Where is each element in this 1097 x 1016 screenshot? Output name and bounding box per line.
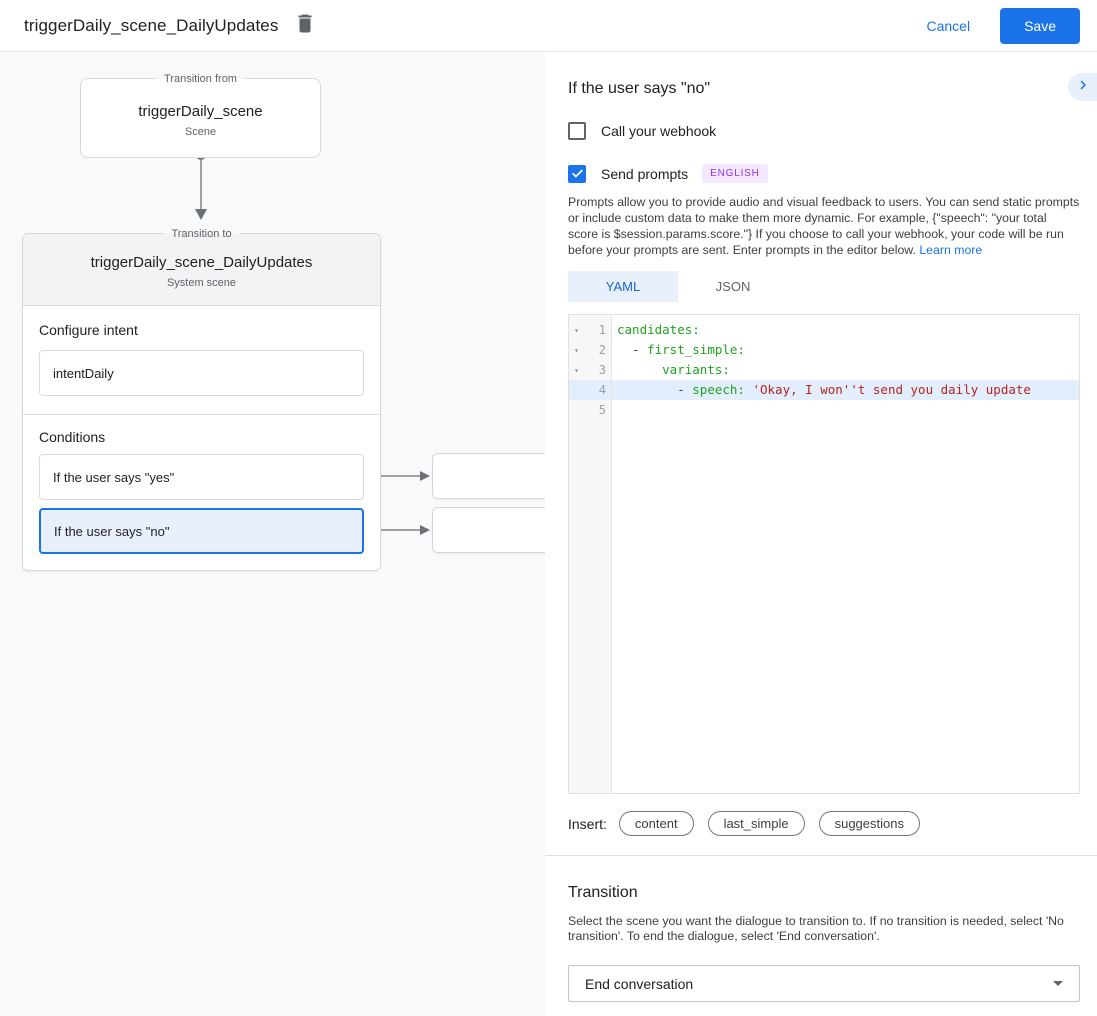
condition-editor-panel: If the user says "no" Call your webhook … [545, 52, 1097, 1016]
condition-target-node[interactable] [432, 453, 545, 499]
transition-from-legend: Transition from [156, 71, 245, 87]
condition-row[interactable]: If the user says "no" [39, 508, 364, 554]
transition-from-node[interactable]: Transition from triggerDaily_scene Scene [80, 71, 321, 158]
editor-gutter: ▾ 1 ▾ 2 ▾ 3 4 5 [569, 315, 612, 793]
condition-target-node[interactable] [432, 507, 545, 553]
intent-field[interactable]: intentDaily [39, 350, 364, 396]
insert-row: Insert: content last_simple suggestions [568, 811, 1080, 836]
tab-yaml[interactable]: YAML [568, 271, 678, 302]
transition-to-node: Transition to triggerDaily_scene_DailyUp… [22, 226, 381, 571]
prompts-description: Prompts allow you to provide audio and v… [568, 194, 1080, 258]
transition-select[interactable]: End conversation [568, 965, 1080, 1002]
transition-select-value: End conversation [585, 975, 694, 992]
fold-toggle-icon[interactable]: ▾ [574, 365, 579, 375]
top-bar: triggerDaily_scene_DailyUpdates Cancel S… [0, 0, 1097, 52]
to-scene-name: triggerDaily_scene_DailyUpdates [90, 254, 313, 271]
code-line[interactable]: - speech: 'Okay, I won''t send you daily… [612, 380, 1079, 400]
fold-toggle-icon[interactable]: ▾ [574, 345, 579, 355]
to-node-header: triggerDaily_scene_DailyUpdates System s… [23, 234, 380, 306]
line-number: 5 [598, 403, 606, 417]
tab-json[interactable]: JSON [715, 279, 751, 294]
webhook-row: Call your webhook [568, 122, 1080, 140]
transition-description: Select the scene you want the dialogue t… [568, 914, 1064, 943]
condition-row[interactable]: If the user says "yes" [39, 454, 364, 500]
delete-button[interactable] [296, 13, 314, 38]
code-line[interactable]: variants: [662, 362, 730, 377]
insert-chip-suggestions[interactable]: suggestions [818, 811, 920, 836]
learn-more-link[interactable]: Learn more [919, 243, 983, 257]
from-scene-name: triggerDaily_scene [138, 103, 263, 120]
conditions-section: Conditions If the user says "yes" If the… [23, 415, 380, 570]
webhook-label: Call your webhook [601, 123, 717, 139]
transition-to-legend: Transition to [163, 226, 240, 242]
yaml-code-editor[interactable]: ▾ 1 ▾ 2 ▾ 3 4 5 candidates: - first_simple: var… [568, 314, 1080, 794]
language-badge: ENGLISH [702, 164, 768, 183]
configure-intent-label: Configure intent [39, 322, 138, 338]
trash-icon [296, 13, 314, 38]
insert-chip-last-simple[interactable]: last_simple [707, 811, 805, 836]
editor-code-lines[interactable]: candidates: - first_simple: variants: - … [612, 315, 1079, 793]
send-prompts-row: Send prompts ENGLISH [568, 164, 1080, 183]
editor-format-tabs: YAML JSON [568, 271, 1080, 302]
chevron-right-icon [1077, 78, 1089, 96]
flow-canvas: Transition from triggerDaily_scene Scene… [0, 52, 545, 1016]
insert-label: Insert: [568, 815, 607, 832]
code-line[interactable]: candidates: [617, 322, 700, 337]
section-divider [545, 855, 1097, 856]
webhook-checkbox[interactable] [568, 122, 586, 140]
code-line[interactable]: - first_simple: [617, 342, 745, 357]
cancel-button[interactable]: Cancel [926, 17, 971, 34]
line-number: 4 [598, 383, 606, 397]
configure-intent-section: Configure intent intentDaily [23, 306, 380, 415]
line-number: 1 [598, 323, 606, 337]
panel-title: If the user says "no" [568, 80, 711, 97]
transition-section-title: Transition [568, 884, 638, 901]
prompts-description-text: Prompts allow you to provide audio and v… [568, 195, 1080, 257]
code-line[interactable] [612, 400, 1079, 420]
line-number: 3 [598, 363, 606, 377]
to-scene-type: System scene [166, 277, 237, 289]
line-number: 2 [598, 343, 606, 357]
collapse-panel-button[interactable] [1068, 73, 1097, 101]
page-title: triggerDaily_scene_DailyUpdates [24, 15, 279, 35]
send-prompts-label: Send prompts [601, 165, 689, 182]
send-prompts-checkbox[interactable] [568, 164, 586, 183]
dropdown-arrow-icon [1053, 981, 1063, 986]
conditions-label: Conditions [39, 429, 106, 445]
fold-toggle-icon[interactable]: ▾ [574, 325, 579, 335]
save-button[interactable]: Save [1000, 7, 1080, 44]
insert-chip-content[interactable]: content [618, 811, 694, 836]
from-scene-type: Scene [184, 126, 217, 138]
